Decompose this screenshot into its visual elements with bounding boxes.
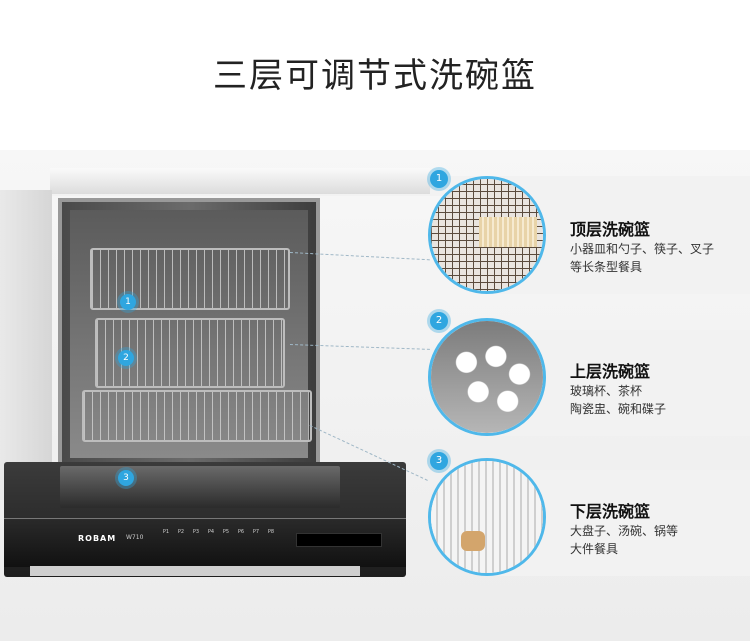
door-inner-panel	[60, 466, 340, 508]
wooden-item	[461, 531, 485, 551]
plinth	[30, 566, 360, 576]
program-label: P5	[222, 529, 230, 535]
top-rack-photo-image	[431, 179, 543, 291]
feature-title: 顶层洗碗篮	[570, 220, 651, 239]
lower-rack-photo-image	[431, 461, 543, 573]
program-label: P7	[252, 529, 260, 535]
rack-marker-3: 3	[118, 470, 134, 486]
tableware-shelf	[50, 168, 430, 194]
program-label: P4	[207, 529, 215, 535]
model-label: W710	[126, 534, 144, 541]
rack-marker-1: 1	[120, 294, 136, 310]
program-label: P3	[192, 529, 200, 535]
top-rack-photo	[428, 176, 546, 294]
feature-desc-line: 小器皿和勺子、筷子、叉子	[570, 242, 715, 256]
feature-desc-line: 陶瓷盅、碗和碟子	[570, 402, 667, 416]
feature-desc-line: 大盘子、汤碗、锅等	[570, 524, 679, 538]
cabinet	[0, 190, 52, 500]
rack-marker-2: 2	[118, 350, 134, 366]
feature-number-badge: 2	[430, 312, 448, 330]
upper-rack-photo-image	[431, 321, 543, 433]
digital-display	[296, 533, 382, 547]
feature-title: 上层洗碗篮	[570, 362, 651, 381]
feature-desc-line: 玻璃杯、茶杯	[570, 384, 643, 398]
lower-rack	[82, 390, 312, 442]
chopsticks	[479, 217, 537, 247]
feature-upper-rack: 2 上层洗碗篮 玻璃杯、茶杯 陶瓷盅、碗和碟子	[428, 312, 750, 436]
feature-desc-line: 等长条型餐具	[570, 260, 643, 274]
lower-rack-photo	[428, 458, 546, 576]
feature-lower-rack: 3 下层洗碗篮 大盘子、汤碗、锅等 大件餐具	[428, 452, 750, 576]
feature-number-badge: 1	[430, 170, 448, 188]
program-label: P8	[267, 529, 275, 535]
page-title: 三层可调节式洗碗篮	[213, 56, 537, 96]
feature-title: 下层洗碗篮	[570, 502, 651, 521]
program-label: P1	[162, 529, 170, 535]
program-label: P2	[177, 529, 185, 535]
feature-top-rack: 1 顶层洗碗篮 小器皿和勺子、筷子、叉子 等长条型餐具	[428, 170, 750, 294]
upper-rack-photo	[428, 318, 546, 436]
program-label: P6	[237, 529, 245, 535]
feature-desc-line: 大件餐具	[570, 542, 619, 556]
brand-logo: ROBAM	[78, 534, 117, 543]
feature-number-badge: 3	[430, 452, 448, 470]
